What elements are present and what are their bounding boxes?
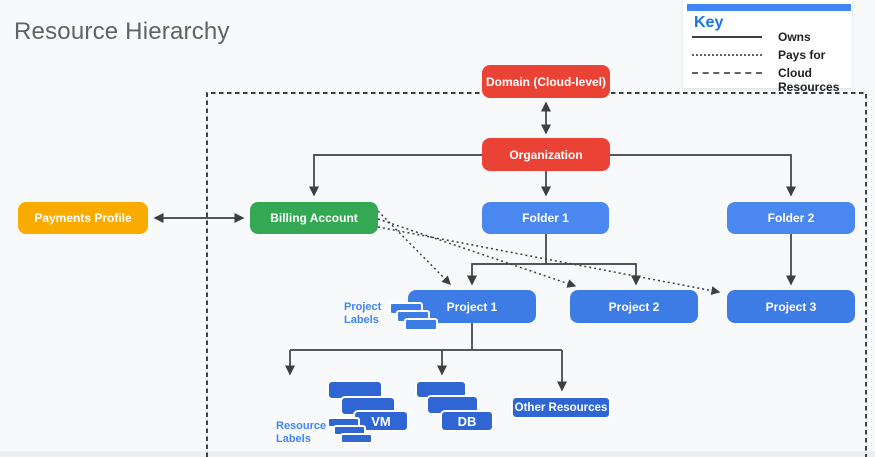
key-title: Key — [694, 14, 724, 31]
vm-node: VM — [353, 410, 409, 432]
owns-org-to-billing — [308, 154, 482, 197]
dotted-line-sample — [692, 54, 762, 56]
key-label-pays-for: Pays for — [778, 48, 826, 62]
owns-org-to-folder-2 — [610, 154, 797, 197]
other-resources-node: Other Resources — [511, 396, 611, 419]
key-panel: Key Owns Pays for Cloud Resources — [683, 0, 852, 94]
project-1-node: Project 1 — [408, 290, 536, 323]
project-labels-text: Project Labels — [344, 301, 382, 326]
key-item-cloud-resources: Cloud Resources — [692, 66, 847, 94]
folder-1-node: Folder 1 — [482, 202, 609, 234]
db-node: DB — [440, 410, 494, 432]
page-title: Resource Hierarchy — [14, 18, 230, 45]
resource-labels-text: Resource Labels — [276, 420, 327, 445]
pays-for-billing-to-project-3 — [377, 226, 721, 295]
organization-node: Organization — [482, 138, 610, 171]
key-accent-bar — [687, 4, 851, 11]
resource-label-tag-3 — [340, 433, 373, 444]
folder-2-node: Folder 2 — [727, 202, 855, 234]
pays-for-billing-to-project-1 — [377, 210, 451, 285]
project-3-node: Project 3 — [727, 290, 855, 323]
key-rows: Owns Pays for Cloud Resources — [692, 30, 847, 98]
billing-account-node: Billing Account — [250, 202, 378, 234]
bottom-strip — [0, 451, 875, 457]
owns-folder-1-to-project-1 — [466, 263, 546, 286]
domain-node: Domain (Cloud-level) — [482, 65, 610, 98]
solid-line-sample — [692, 36, 762, 38]
key-label-cloud-resources: Cloud Resources — [778, 66, 840, 94]
payments-profile-node: Payments Profile — [18, 202, 148, 234]
key-label-owns: Owns — [778, 30, 811, 44]
project-2-node: Project 2 — [570, 290, 698, 323]
dashed-line-sample — [692, 72, 762, 74]
project-label-tag-3 — [404, 318, 438, 331]
key-item-owns: Owns — [692, 30, 847, 44]
key-item-pays-for: Pays for — [692, 48, 847, 62]
